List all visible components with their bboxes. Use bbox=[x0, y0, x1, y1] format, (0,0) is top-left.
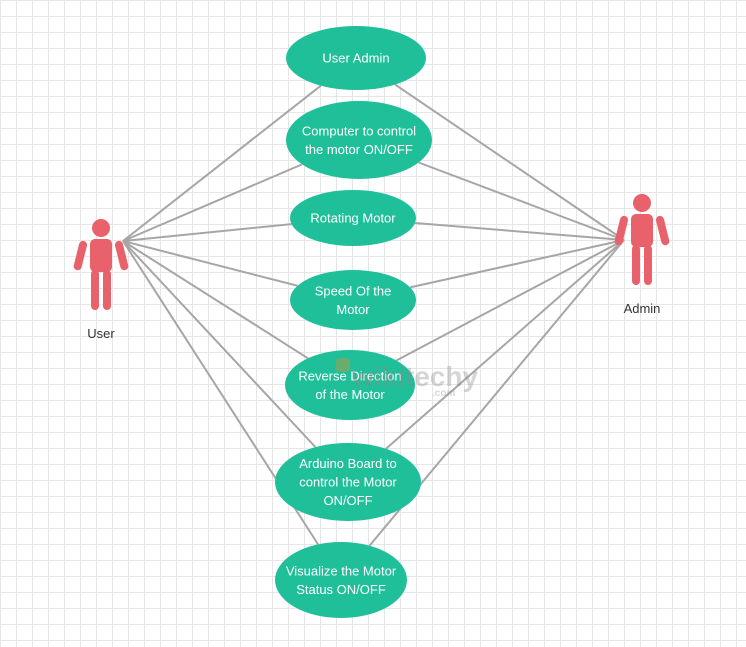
association-line-admin-uc5 bbox=[395, 239, 625, 362]
use-case-uc1[interactable]: User Admin bbox=[286, 26, 426, 90]
association-line-admin-uc6 bbox=[385, 239, 625, 450]
watermark-logo-icon bbox=[336, 358, 350, 372]
association-line-admin-uc2 bbox=[418, 161, 625, 241]
use-case-label: control the Motor bbox=[299, 475, 397, 490]
watermark-brand: wikitechy bbox=[351, 361, 478, 392]
use-case-label: Status ON/OFF bbox=[296, 582, 386, 597]
use-case-label: Computer to control bbox=[302, 123, 416, 138]
association-line-user-uc5 bbox=[122, 240, 309, 360]
use-case-uc5[interactable]: Reverse Direction of the Motor bbox=[285, 350, 415, 420]
admin-label: Admin bbox=[624, 301, 661, 316]
association-line-user-uc2 bbox=[122, 163, 303, 242]
use-case-ellipse bbox=[290, 190, 416, 246]
association-line-admin-uc1 bbox=[394, 83, 625, 241]
use-case-ellipse bbox=[290, 270, 416, 330]
association-line-admin-uc3 bbox=[414, 222, 625, 241]
use-case-ellipse bbox=[285, 350, 415, 420]
association-line-user-uc1 bbox=[122, 84, 322, 242]
use-case-label: Visualize the Motor bbox=[286, 563, 397, 578]
use-case-label: ON/OFF bbox=[323, 493, 372, 508]
use-case-label: Motor bbox=[336, 302, 370, 317]
use-case-label: Rotating Motor bbox=[310, 211, 396, 226]
use-case-ellipse bbox=[286, 26, 426, 90]
use-case-label: User Admin bbox=[322, 51, 389, 66]
actor-admin[interactable]: Admin bbox=[614, 194, 670, 316]
use-case-label: the motor ON/OFF bbox=[305, 142, 413, 157]
watermark: wikitechy .com bbox=[336, 358, 478, 399]
use-case-label: Arduino Board to bbox=[299, 456, 397, 471]
use-case-label: Reverse Direction bbox=[298, 368, 401, 383]
user-label: User bbox=[87, 326, 115, 341]
association-line-user-uc4 bbox=[122, 240, 298, 287]
association-line-admin-uc4 bbox=[409, 239, 625, 289]
admin-actor-icon bbox=[614, 194, 670, 285]
use-case-label: Speed Of the bbox=[315, 283, 392, 298]
association-line-user-uc3 bbox=[122, 223, 292, 242]
use-case-uc3[interactable]: Rotating Motor bbox=[290, 190, 416, 246]
use-case-label: of the Motor bbox=[315, 387, 385, 402]
association-line-user-uc6 bbox=[122, 240, 317, 448]
actor-user[interactable]: User bbox=[73, 219, 129, 341]
user-actor-icon bbox=[73, 219, 129, 310]
use-case-ellipse bbox=[286, 101, 432, 179]
watermark-suffix: .com bbox=[432, 388, 455, 399]
use-case-ellipse bbox=[275, 443, 421, 521]
use-case-uc2[interactable]: Computer to control the motor ON/OFF bbox=[286, 101, 432, 179]
use-case-ellipse bbox=[275, 542, 407, 618]
